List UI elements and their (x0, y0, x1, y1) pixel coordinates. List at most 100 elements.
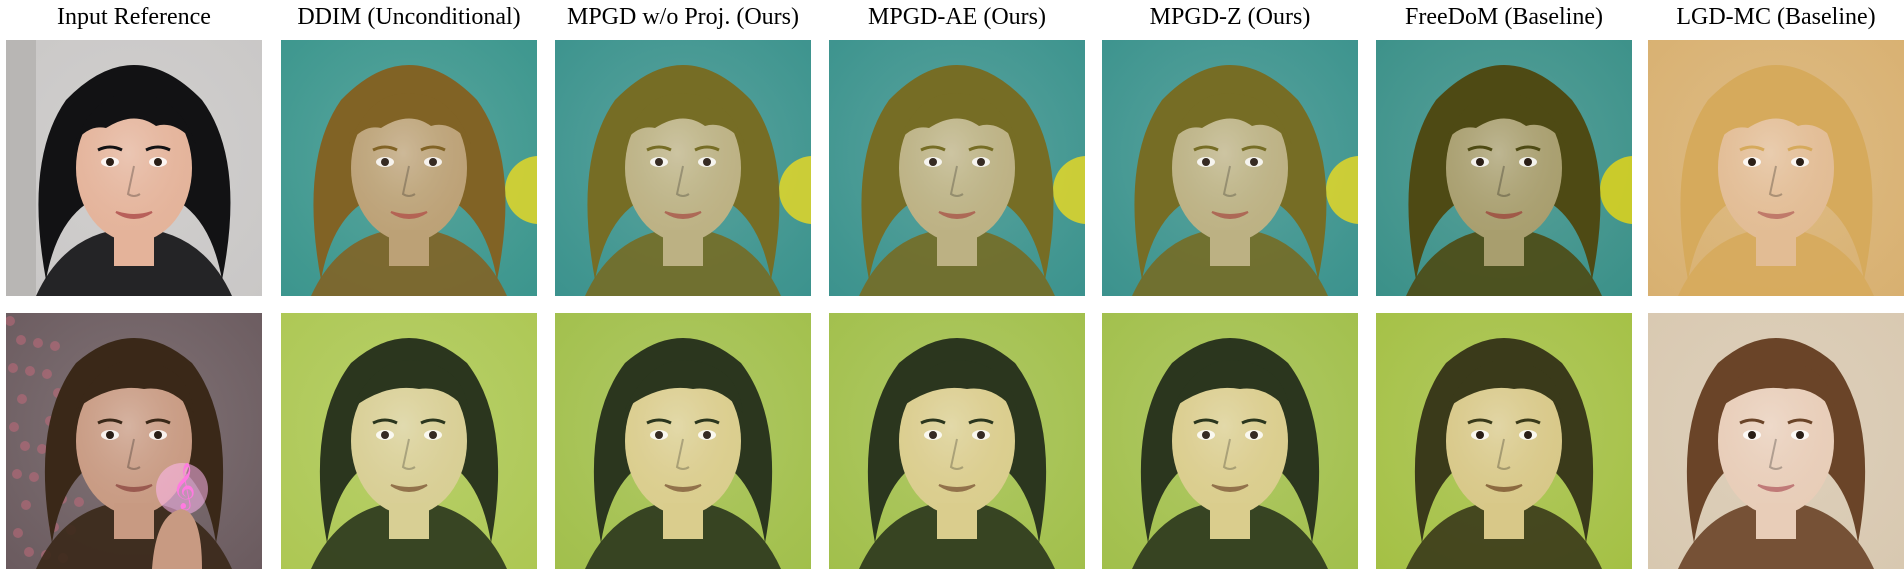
backdrop-panel (6, 40, 36, 296)
right-eyebrow (1515, 145, 1541, 152)
neck (1210, 230, 1250, 266)
hair-fringe (351, 360, 469, 413)
right-iris (1796, 431, 1804, 439)
soft-blur-overlay (1102, 313, 1358, 569)
nose (675, 438, 690, 470)
yellow-light-blob (779, 156, 811, 224)
bokeh-dot (24, 547, 34, 557)
column-header-mpgd-2: MPGD w/o Proj. (Ours) (566, 4, 799, 30)
hair-fringe (1444, 93, 1566, 144)
yellow-light-blob (505, 156, 537, 224)
soft-blur-overlay (829, 313, 1085, 569)
left-iris (1202, 431, 1210, 439)
nose (1496, 438, 1511, 470)
right-iris (703, 431, 711, 439)
right-eyebrow (420, 418, 446, 425)
portrait-image (1648, 40, 1904, 296)
left-eyebrow (1193, 145, 1219, 152)
right-eyebrow (694, 418, 720, 425)
mouth (1211, 484, 1249, 492)
hair-fringe (1170, 93, 1292, 144)
right-eyebrow (145, 145, 171, 152)
bokeh-dot (12, 469, 22, 479)
neck (1484, 503, 1524, 539)
image-tile-woman-dark-hair-mpgd-3 (829, 40, 1085, 296)
hair-fringe (625, 360, 743, 413)
hair-fringe (74, 93, 196, 144)
left-iris (106, 158, 114, 166)
image-tile-woman-dark-hair-lgd-6 (1648, 40, 1904, 296)
face-highlight (625, 367, 741, 515)
right-iris (154, 431, 162, 439)
bokeh-dot (9, 422, 19, 432)
nose (949, 438, 964, 470)
image-tile-man-long-hair-lgd-6 (1648, 313, 1904, 569)
bokeh-dot (25, 366, 35, 376)
bokeh-dot (33, 338, 43, 348)
image-tile-man-long-hair-mpgd-4 (1102, 313, 1358, 569)
face-highlight (899, 367, 1015, 515)
neck (1756, 503, 1796, 539)
left-iris (1748, 158, 1756, 166)
face-highlight (625, 94, 741, 242)
image-tile-man-long-hair-freedom-5 (1376, 313, 1632, 569)
left-eyebrow (646, 418, 672, 425)
mouth (1757, 211, 1795, 219)
bokeh-dot (17, 394, 27, 404)
mouth (664, 484, 702, 492)
glow-light (156, 463, 208, 515)
image-tile-woman-dark-hair-mpgd-2 (555, 40, 811, 296)
right-eyebrow (968, 418, 994, 425)
nose (401, 438, 416, 470)
left-eyebrow (372, 145, 398, 152)
left-eyebrow (1739, 418, 1765, 425)
column-header-ddim-1: DDIM (Unconditional) (297, 4, 521, 30)
portrait-image (1102, 40, 1358, 296)
neck (1484, 230, 1524, 266)
left-eyebrow (1467, 418, 1493, 425)
left-eyebrow (97, 145, 123, 152)
right-iris (1250, 158, 1258, 166)
hair-fringe (1172, 360, 1290, 413)
right-iris (429, 158, 437, 166)
right-eyebrow (694, 145, 720, 152)
yellow-light-blob (1053, 156, 1085, 224)
hair-fringe (1446, 360, 1564, 413)
image-tile-woman-dark-hair-input-0 (6, 40, 262, 296)
bokeh-dot (20, 441, 30, 451)
left-iris (655, 431, 663, 439)
nose (1496, 165, 1511, 197)
hair-fringe (623, 93, 745, 144)
neck (663, 230, 703, 266)
right-iris (1524, 158, 1532, 166)
face-highlight (351, 94, 467, 242)
image-tile-man-long-hair-mpgd-2 (555, 313, 811, 569)
face-highlight (1446, 367, 1562, 515)
bokeh-dot (74, 497, 84, 507)
treble-clef-icon: 𝄞 (172, 463, 196, 511)
mouth (938, 484, 976, 492)
nose (1222, 438, 1237, 470)
portrait-image (281, 313, 537, 569)
right-eyebrow (1787, 145, 1813, 152)
mouth (1485, 211, 1523, 219)
left-iris (106, 431, 114, 439)
face-highlight (1172, 367, 1288, 515)
right-iris (154, 158, 162, 166)
right-iris (1796, 158, 1804, 166)
right-iris (977, 158, 985, 166)
mouth (115, 211, 153, 219)
soft-blur-overlay (829, 40, 1085, 296)
hair-fringe (1718, 360, 1836, 413)
nose (1768, 165, 1783, 197)
mouth (1757, 484, 1795, 492)
raised-hand (152, 509, 202, 569)
column-header-input-0: Input Reference (57, 4, 211, 30)
left-iris (655, 158, 663, 166)
face-highlight (76, 94, 192, 242)
image-tile-man-long-hair-mpgd-3 (829, 313, 1085, 569)
soft-blur-overlay (1102, 40, 1358, 296)
neck (1756, 230, 1796, 266)
bokeh-dot (13, 528, 23, 538)
